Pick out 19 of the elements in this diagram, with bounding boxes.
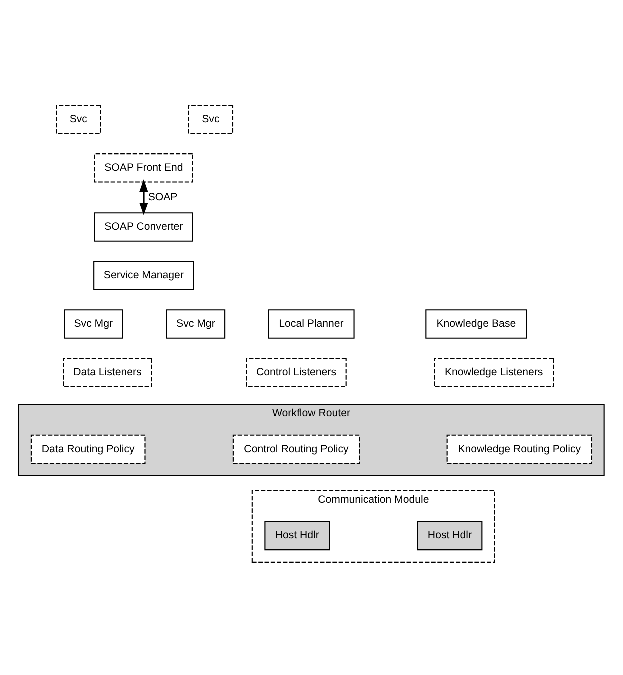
- node-box: Knowledge Routing Policy: [446, 434, 593, 464]
- node-box: Svc: [56, 105, 102, 134]
- node-box: Control Listeners: [246, 358, 347, 388]
- node-box: SOAP Converter: [94, 212, 194, 242]
- edge-label: SOAP: [148, 191, 178, 204]
- node-box: SOAP Front End: [94, 154, 194, 183]
- arrow: [140, 180, 148, 216]
- node-box: Svc: [188, 105, 234, 134]
- node-box: Host Hdlr: [417, 521, 483, 551]
- node-box: Data Listeners: [63, 358, 152, 388]
- node-box: Svc Mgr: [166, 310, 226, 339]
- node-box: Host Hdlr: [264, 521, 330, 551]
- node-box: Svc Mgr: [64, 310, 124, 339]
- node-box: Knowledge Base: [426, 310, 528, 339]
- node-box: Local Planner: [268, 310, 355, 339]
- node-box: Data Routing Policy: [30, 434, 146, 464]
- node-box: Knowledge Listeners: [434, 358, 554, 388]
- node-box: Control Routing Policy: [232, 434, 360, 464]
- node-box: Service Manager: [94, 261, 194, 290]
